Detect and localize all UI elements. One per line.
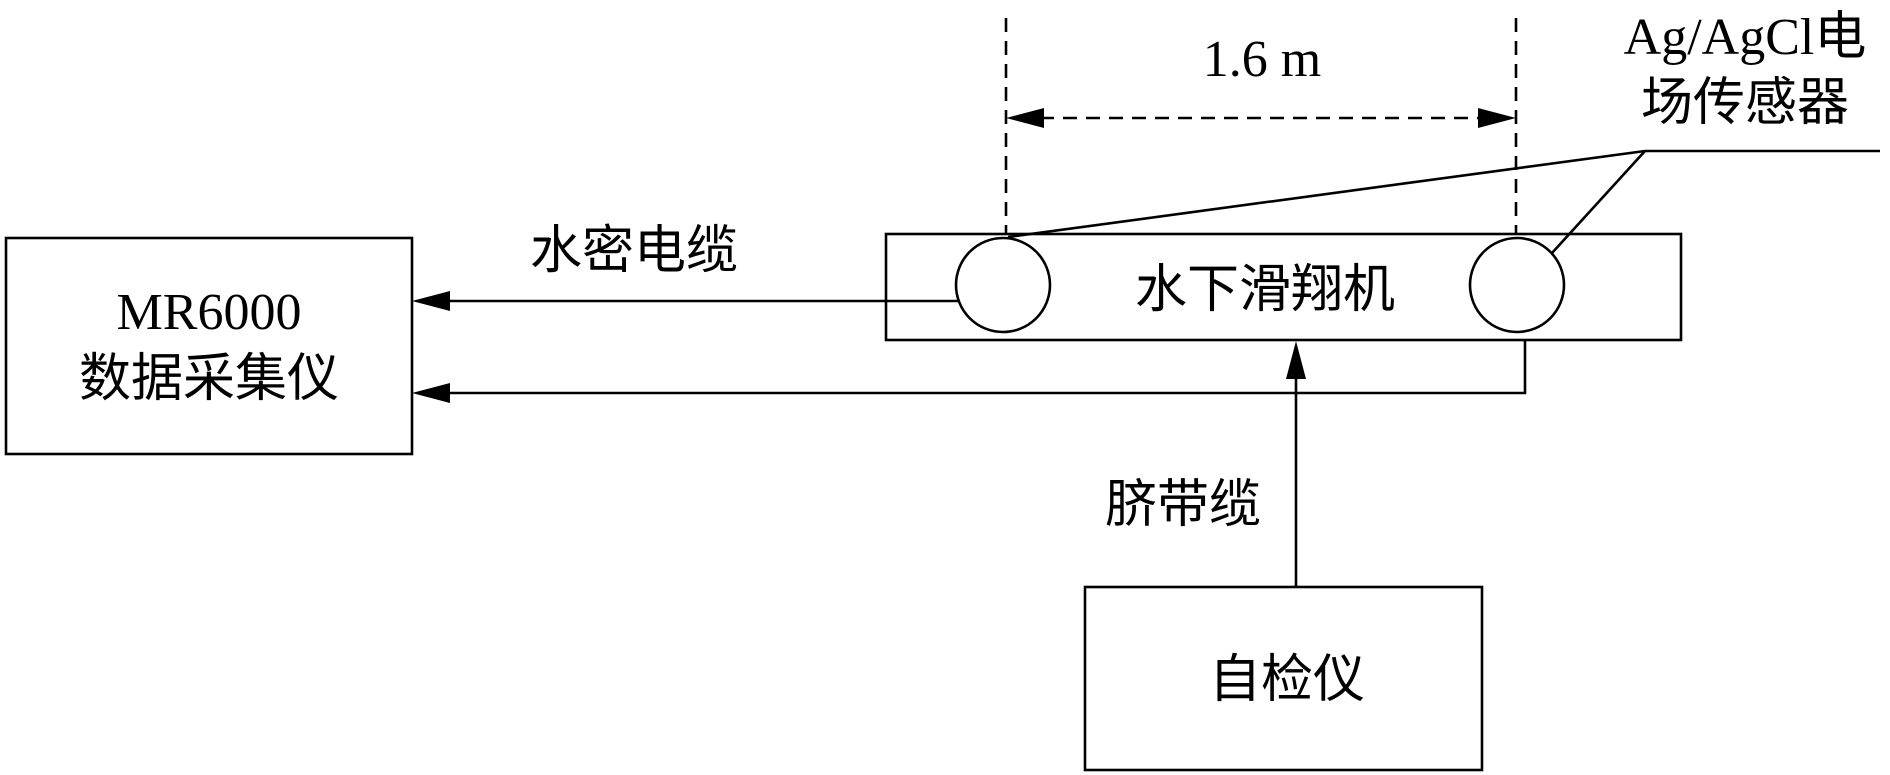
sensor-callout-right-leader — [1551, 150, 1646, 254]
umbilical-cable-arrowhead — [1286, 341, 1306, 379]
right-sensor-signal-arrowhead — [412, 383, 450, 403]
glider-box — [884, 232, 1683, 342]
data-logger-name-label: 数据采集仪 — [79, 351, 339, 408]
watertight-cable-arrowhead — [412, 291, 450, 311]
sensor-label-line1: Ag/AgCl电 — [1624, 9, 1867, 66]
right-sensor-signal-line — [445, 340, 1527, 395]
self-checker-box — [1083, 585, 1484, 772]
right-sensor-connection — [412, 340, 1527, 403]
sensor-callout: Ag/AgCl电 场传感器 — [1007, 9, 1880, 254]
left-sensor-circle — [954, 236, 1052, 334]
umbilical-cable-connection: 脐带缆 — [1105, 341, 1306, 587]
dimension-left-arrowhead — [1006, 108, 1044, 128]
sensor-label-line2: 场传感器 — [1641, 75, 1849, 132]
distance-label: 1.6 m — [1203, 31, 1321, 88]
watertight-cable-label: 水密电缆 — [530, 223, 738, 280]
data-logger-model-label: MR6000 — [117, 284, 302, 341]
data-logger-box — [4, 236, 414, 456]
self-checker-label: 自检仪 — [1209, 652, 1365, 709]
glider-label: 水下滑翔机 — [1135, 262, 1395, 319]
watertight-cable-connection: 水密电缆 — [412, 223, 958, 311]
data-logger-block: MR6000 数据采集仪 — [4, 236, 414, 456]
self-checker-block: 自检仪 — [1083, 585, 1484, 772]
glider-block: 水下滑翔机 — [884, 232, 1683, 342]
sensor-callout-left-leader — [1007, 149, 1646, 239]
sensor-spacing-dimension: 1.6 m — [1004, 18, 1518, 234]
dimension-right-arrowhead — [1478, 108, 1516, 128]
right-sensor-circle — [1468, 236, 1566, 334]
umbilical-cable-label: 脐带缆 — [1105, 477, 1261, 534]
